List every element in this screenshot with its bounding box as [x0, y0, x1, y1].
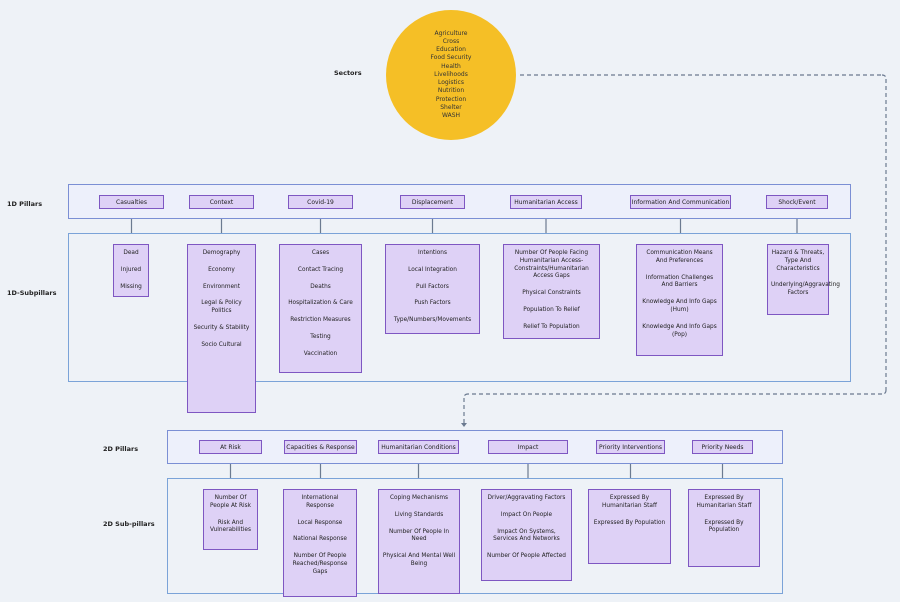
subpillars-1d-label: 1D-Subpillars — [7, 289, 57, 297]
subpillar-item: Vaccination — [303, 350, 338, 357]
subpillar-item: Coping Mechanisms — [389, 495, 449, 501]
pillars_2d-pillar: Humanitarian Conditions — [378, 440, 459, 454]
subpillar-item: Dead — [123, 250, 139, 256]
sectors-label: Sectors — [334, 69, 362, 77]
sector-item: Shelter — [440, 103, 462, 111]
subpillar-item: International Response — [301, 495, 339, 509]
pillars_2d-pillar: Capacities & Response — [284, 440, 357, 454]
subpillar-item: Testing — [310, 334, 331, 341]
arrow-head — [461, 423, 467, 427]
connector-curve — [881, 74, 887, 80]
subpillar-item: Socio Cultural — [201, 341, 242, 348]
subpillar-item: Physical And Mental Well Being — [382, 553, 456, 568]
subpillar-item: Pull Factors — [416, 283, 449, 290]
connector-curve — [881, 389, 887, 395]
pillars_1d-pillar: Humanitarian Access — [510, 195, 582, 209]
subpillar-item: Risk And Vulnerabilities — [209, 519, 251, 534]
sector-item: Logistics — [438, 79, 464, 87]
subpillar-item: Local Integration — [408, 266, 457, 273]
subpillar-item: Injured — [120, 266, 142, 273]
pillars_1d-pillar: Shock/Event — [766, 195, 828, 209]
subpillar-item: Number Of People Reached/Response Gaps — [292, 553, 348, 575]
subpillar-item: National Response — [293, 536, 347, 543]
subpillar-item: Expressed By Humanitarian Staff — [696, 495, 752, 509]
subpillar-item: Deaths — [310, 283, 331, 290]
connector-curve — [463, 393, 469, 399]
subpillar-item: Knowledge And Info Gaps (Pop) — [642, 323, 717, 338]
subpillar-item: Push Factors — [414, 300, 451, 307]
subpillar-item: Impact On Systems, Services And Networks — [493, 528, 560, 543]
sector-item: Food Security — [430, 54, 472, 62]
pillars_2d-pillar: Priority Interventions — [596, 440, 665, 454]
pillars_1d-pillar: Covid-19 — [288, 195, 353, 209]
subpillar-item: Contact Tracing — [297, 266, 344, 273]
subpillar-item: Expressed By Humanitarian Staff — [602, 495, 657, 509]
subpillar-item: Expressed By Population — [593, 519, 666, 526]
subpillar-item: Living Standards — [394, 511, 444, 518]
sector-item: Agriculture — [434, 29, 468, 37]
subpillar-item: Environment — [202, 283, 240, 290]
subpillar-item: Number Of People Facing Humanitarian Acc… — [514, 250, 589, 280]
subpillar-item: Hospitalization & Care — [288, 300, 353, 307]
sector-item: Livelihoods — [434, 70, 468, 78]
subpillar-item: Relief To Population — [523, 323, 580, 330]
subpillar-item: Expressed By Population — [704, 519, 744, 534]
sector-item: WASH — [441, 112, 461, 120]
pillars_1d-pillar: Casualties — [99, 195, 164, 209]
subpillar-item: Missing — [120, 283, 142, 290]
subpillar-item: Knowledge And Info Gaps (Hum) — [642, 299, 717, 314]
subpillar-item: Economy — [208, 266, 235, 273]
pillars-2d-label: 2D Pillars — [103, 445, 139, 453]
subpillar-item: Impact On People — [500, 511, 553, 518]
subpillar-item: Local Response — [297, 519, 343, 526]
pillars_2d-pillar: At Risk — [199, 440, 262, 454]
pillars_1d-pillar: Displacement — [400, 195, 465, 209]
pillars_1d-pillar: Information And Communication — [630, 195, 731, 209]
subpillar-item: Physical Constraints — [522, 290, 581, 297]
subpillar-item: Restriction Measures — [290, 317, 351, 324]
subpillars-2d-frame — [167, 478, 783, 594]
subpillar-item: Communication Means And Preferences — [646, 250, 713, 264]
sector-item: Protection — [435, 95, 467, 103]
subpillars-2d-label: 2D Sub-pillars — [103, 520, 155, 528]
subpillar-item: Driver/Aggravating Factors — [487, 495, 566, 501]
subpillar-item: Demography — [202, 250, 241, 256]
pillars_1d-subpillar-box: Number Of People Facing Humanitarian Acc… — [503, 244, 600, 339]
subpillar-item: Security & Stability — [193, 325, 250, 332]
subpillar-item: Number Of People In Need — [388, 528, 450, 543]
pillars_2d-pillar: Priority Needs — [692, 440, 753, 454]
subpillar-item: Intentions — [417, 250, 448, 256]
subpillar-item: Cases — [311, 250, 330, 256]
pillars_2d-pillar: Impact — [488, 440, 568, 454]
pillars_1d-pillar: Context — [189, 195, 254, 209]
sector-item: Health — [441, 62, 461, 70]
sector-item: Nutrition — [437, 87, 465, 95]
subpillar-item: Underlying/Aggravating Factors — [771, 282, 840, 297]
subpillar-item: Type/Numbers/Movements — [393, 317, 472, 324]
subpillar-item: Number Of People Affected — [487, 553, 566, 560]
subpillar-item: Information Challenges And Barriers — [645, 274, 714, 289]
subpillar-item: Legal & Policy Politics — [201, 300, 242, 315]
subpillar-item: Hazard & Threats, Type And Characteristi… — [771, 250, 825, 272]
sector-item: Cross — [442, 37, 460, 45]
sector-item: Education — [436, 46, 466, 54]
pillars_1d-subpillar-box: Hazard & Threats, Type And Characteristi… — [767, 244, 840, 315]
subpillar-item: Number Of People At Risk — [209, 495, 252, 509]
pillars-1d-label: 1D Pillars — [7, 200, 43, 208]
pillars-2d-frame — [167, 430, 783, 464]
subpillar-item: Population To Relief — [523, 307, 580, 314]
